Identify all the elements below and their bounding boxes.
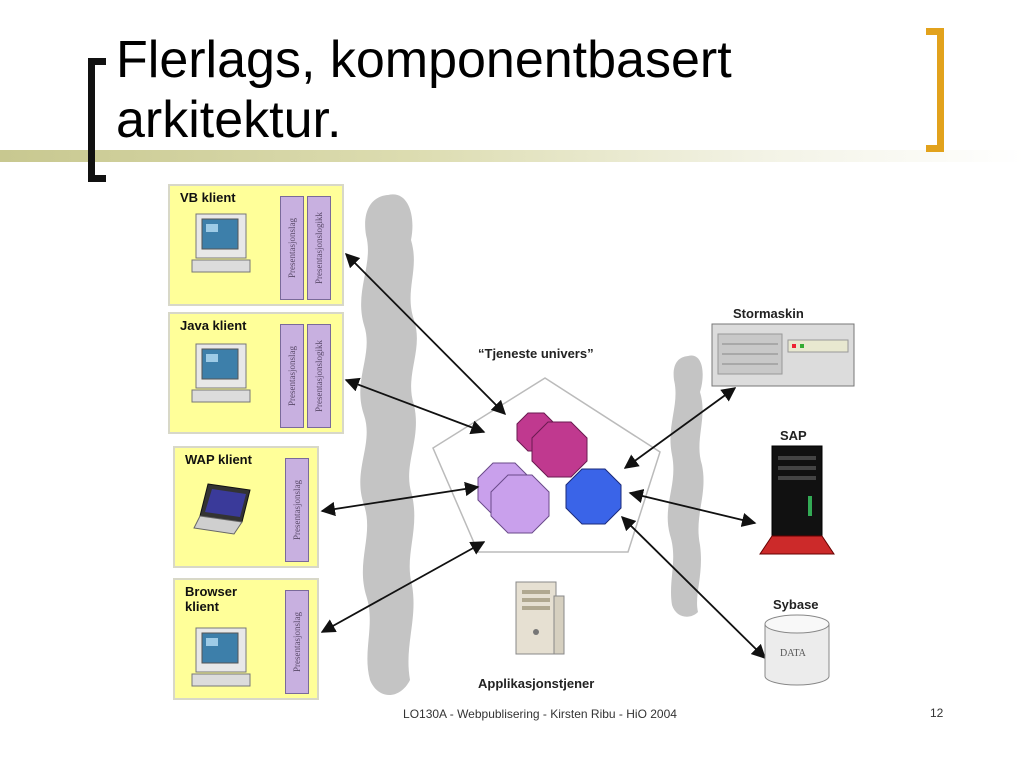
app-server-label: Applikasjonstjener [478,676,595,691]
sybase-database-icon [764,614,830,686]
title-underline-stripe [0,150,1024,162]
presentation-layer-label: Presentasjonslag [287,218,297,278]
presentation-layer-bar-browser: Presentasjonslag [285,590,309,694]
presentation-logic-bar-java: Presentasjonslogikk [307,324,331,428]
right-network-cloud [667,355,704,617]
client-box-vb: VB klient Presentasjonslag Presentasjons… [168,184,344,306]
service-universe-label: “Tjeneste univers” [478,346,594,361]
slide-title-line-2: arkitektur. [116,91,342,149]
arrow-wap-to-universe [320,481,480,517]
page-number: 12 [930,706,944,720]
presentation-logic-label: Presentasjonslogikk [314,212,324,284]
client-box-wap: WAP klient Presentasjonslag [173,446,319,568]
sap-label: SAP [780,428,807,443]
connection-arrows [320,252,767,660]
presentation-layer-label: Presentasjonslag [292,612,302,672]
client-box-java: Java klient Presentasjonslag Presentasjo… [168,312,344,434]
left-network-cloud [360,194,417,696]
presentation-logic-bar-vb: Presentasjonslogikk [307,196,331,300]
presentation-logic-label: Presentasjonslogikk [314,340,324,412]
client-label-wap: WAP klient [185,452,252,467]
right-bracket-decoration [926,28,944,152]
client-box-browser: Browser klient Presentasjonslag [173,578,319,700]
component-octagon-lavender-front [490,474,550,534]
mainframe-icon [711,323,855,387]
presentation-layer-bar-vb: Presentasjonslag [280,196,304,300]
arrow-universe-to-mainframe [623,387,737,469]
component-octagon-blue [565,468,622,525]
component-octagon-magenta-front [531,421,588,478]
presentation-layer-label: Presentasjonslag [292,480,302,540]
presentation-layer-bar-wap: Presentasjonslag [285,458,309,562]
service-component-octagons [477,412,622,534]
mainframe-label: Stormaskin [733,306,804,321]
presentation-layer-label: Presentasjonslag [287,346,297,406]
client-label-browser: Browser klient [185,584,238,614]
left-bracket-decoration [88,58,106,182]
slide-footer: LO130A - Webpublisering - Kirsten Ribu -… [403,707,677,721]
client-label-vb: VB klient [180,190,236,205]
arrow-universe-to-sybase [620,515,767,660]
slide-title: Flerlags, komponentbasert arkitektur. [116,30,732,150]
database-drum-text: DATA [780,648,806,659]
sybase-label: Sybase [773,597,819,612]
arrow-browser-to-universe [320,541,486,633]
client-label-java: Java klient [180,318,247,333]
sap-server-icon [759,445,835,555]
slide-title-line-1: Flerlags, komponentbasert [116,31,732,89]
arrow-java-to-universe [344,377,486,435]
application-server-icon [515,581,565,655]
presentation-layer-bar-java: Presentasjonslag [280,324,304,428]
